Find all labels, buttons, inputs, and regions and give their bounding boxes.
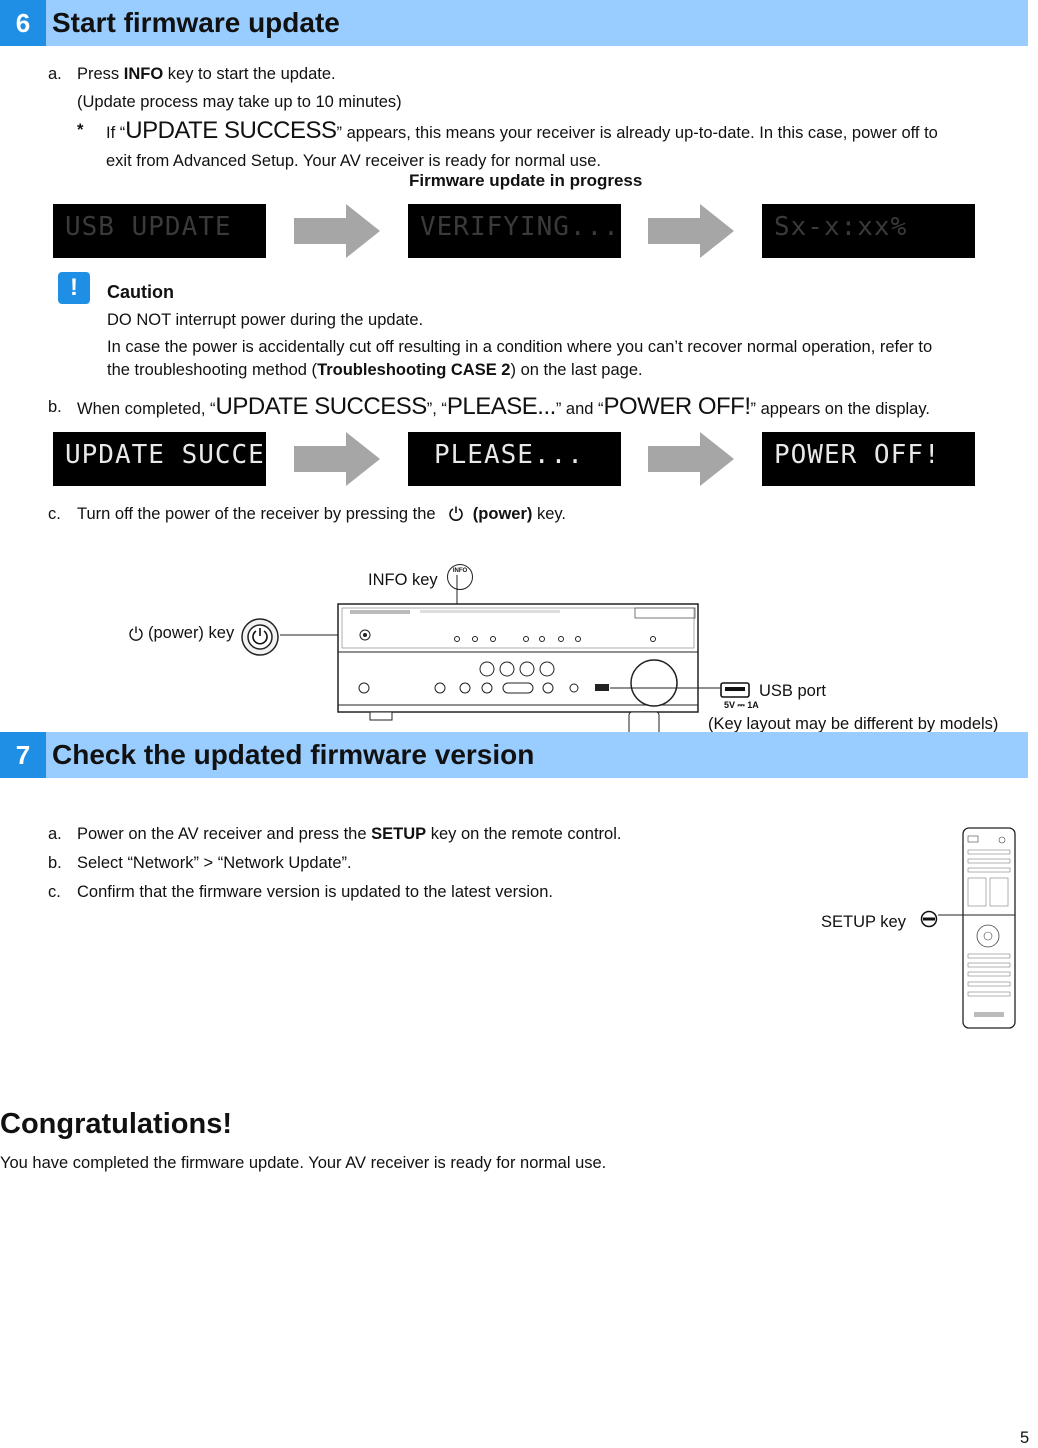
display-update-success: UPDATE SUCCESS — [53, 432, 266, 486]
display-usb-update: USB UPDATE — [53, 204, 266, 258]
setup-key-name: SETUP — [371, 825, 427, 843]
lcd-update-success-inline: UPDATE SUCCESS — [125, 117, 337, 144]
setup-key-icon — [920, 910, 938, 928]
display-power-off: POWER OFF! — [762, 432, 975, 486]
step7-a-marker: a. — [48, 825, 62, 843]
step-a-if-line: If “UPDATE SUCCESS” appears, this means … — [106, 117, 938, 144]
arrow-right-icon — [294, 432, 380, 486]
step-a-marker: a. — [48, 65, 62, 83]
power-button-closeup — [241, 618, 279, 656]
step-b-marker: b. — [48, 398, 62, 416]
power-icon — [449, 506, 463, 521]
usb-port-icon — [720, 682, 750, 698]
usb-rating: 5V ⎓ 1A — [724, 700, 759, 710]
caution-line3: the troubleshooting method (Troubleshoot… — [107, 361, 643, 379]
caution-line2: In case the power is accidentally cut of… — [107, 338, 933, 356]
congrats-text: You have completed the firmware update. … — [0, 1154, 607, 1172]
step-a-if-line2: exit from Advanced Setup. Your AV receiv… — [106, 152, 601, 170]
display-verifying: VERIFYING... — [408, 204, 621, 258]
usb-port-label: USB port — [759, 682, 826, 700]
step7-c-marker: c. — [48, 883, 61, 901]
remote-control — [938, 827, 1016, 1029]
congrats-title: Congratulations! — [0, 1108, 232, 1140]
step7-a-text: Power on the AV receiver and press the S… — [77, 825, 622, 843]
power-key-label: (power) key — [148, 624, 235, 642]
step-b-text: When completed, “UPDATE SUCCESS”, “PLEAS… — [77, 393, 930, 420]
layout-note: (Key layout may be different by models) — [708, 715, 999, 733]
step-a-note: (Update process may take up to 10 minute… — [77, 93, 402, 111]
section-6-header: 6 Start firmware update — [0, 0, 1028, 46]
step-c-text: Turn off the power of the receiver by pr… — [77, 505, 567, 523]
av-receiver-front-panel — [280, 575, 720, 739]
arrow-right-icon — [294, 204, 380, 258]
display-please: PLEASE... — [408, 432, 621, 486]
caution-line1: DO NOT interrupt power during the update… — [107, 311, 424, 329]
section-6-title: Start firmware update — [52, 7, 340, 38]
progress-title: Firmware update in progress — [409, 171, 643, 190]
step-a-text: Press INFO key to start the update. — [77, 65, 336, 83]
step7-b-text: Select “Network” > “Network Update”. — [77, 854, 352, 872]
section-7-number: 7 — [0, 732, 46, 778]
arrow-right-icon — [648, 204, 734, 258]
info-key-label: INFO key — [368, 571, 438, 589]
caution-title: Caution — [107, 282, 174, 302]
caution-icon: ! — [58, 272, 90, 304]
step-a-star: * — [77, 121, 84, 139]
page-number: 5 — [1020, 1429, 1030, 1447]
power-icon — [129, 626, 143, 641]
info-key-button: INFO — [447, 564, 473, 590]
step-c-marker: c. — [48, 505, 61, 523]
info-key-name: INFO — [123, 65, 164, 83]
display-progress-percent: Sx-x:xx% — [762, 204, 975, 258]
step7-b-marker: b. — [48, 854, 62, 872]
step7-c-text: Confirm that the firmware version is upd… — [77, 883, 553, 901]
setup-key-label: SETUP key — [821, 913, 906, 931]
arrow-right-icon — [648, 432, 734, 486]
section-7-header: 7 Check the updated firmware version — [0, 732, 1028, 778]
section-6-number: 6 — [0, 0, 46, 46]
section-7-title: Check the updated firmware version — [52, 739, 535, 770]
